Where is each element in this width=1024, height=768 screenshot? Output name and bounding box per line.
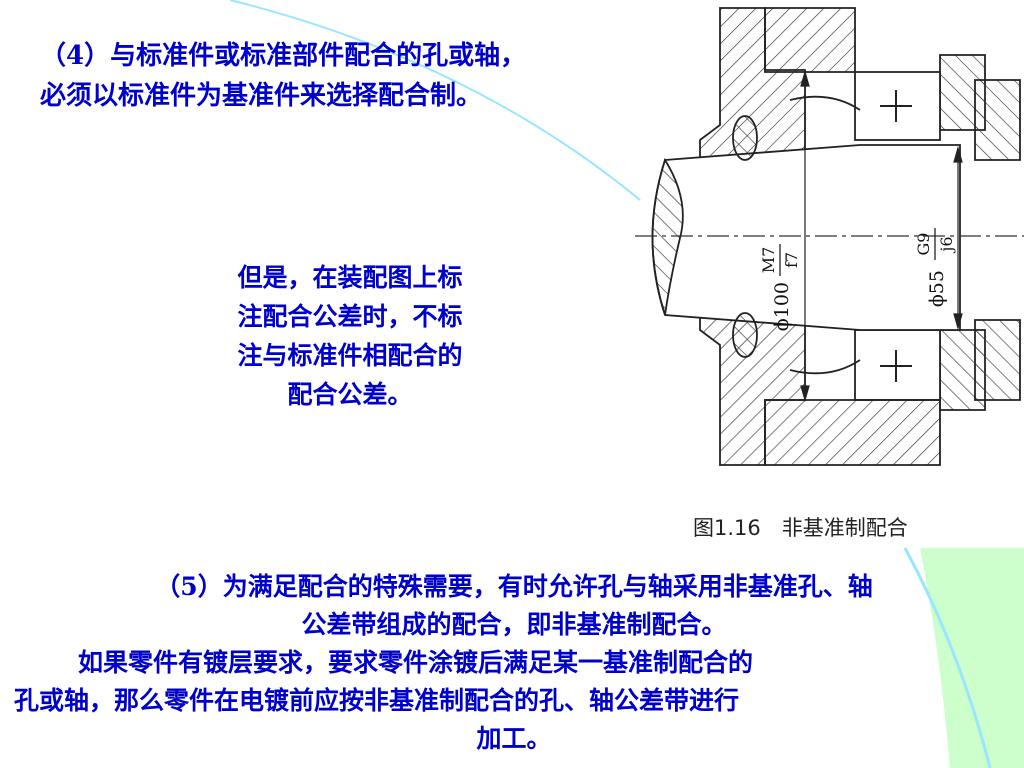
note-line: 配合公差。 <box>287 380 413 409</box>
paragraph-5-line: （5）为满足配合的特殊需要，有时允许孔与轴采用非基准孔、轴 <box>155 572 873 601</box>
decor-green-band <box>920 548 1024 768</box>
dim-large-symbol: ϕ100 <box>771 282 793 331</box>
dim-small-symbol: ϕ55 <box>926 270 948 307</box>
note-line: 注与标准件相配合的 <box>237 341 463 370</box>
paragraph-5-line: 孔或轴，那么零件在电镀前应按非基准制配合的孔、轴公差带进行 <box>14 686 740 715</box>
dim-large-shaft: f7 <box>782 252 801 268</box>
dim-small-hole: G9 <box>914 233 933 256</box>
dim-small-shaft: j6 <box>937 236 956 253</box>
paragraph-4: （4）与标准件或标准部件配合的孔或轴， 必须以标准件为基准件来选择配合制。 <box>40 36 640 116</box>
decor-curve <box>229 0 641 201</box>
assembly-drawing: ϕ100 M7 f7 ϕ55 G9 j6 <box>635 7 1024 466</box>
shaft-section-hatch <box>651 157 684 316</box>
cover-right-lower <box>974 319 1021 401</box>
paragraph-4-line: 必须以标准件为基准件来选择配合制。 <box>40 81 483 111</box>
note-line: 注配合公差时，不标 <box>237 302 463 331</box>
note-line: 但是，在装配图上标 <box>237 263 463 292</box>
decor-cyan-curve <box>903 547 992 768</box>
seal-upper <box>732 115 758 161</box>
paragraph-5-line: 公差带组成的配合，即非基准制配合。 <box>301 610 727 639</box>
paragraph-5: （5）为满足配合的特殊需要，有时允许孔与轴采用非基准孔、轴 公差带组成的配合，即… <box>14 568 1014 758</box>
figure-caption: 图1.16 非基准制配合 <box>693 516 908 540</box>
seal-lower <box>732 312 758 358</box>
note-text: 但是，在装配图上标 注配合公差时，不标 注与标准件相配合的 配合公差。 <box>180 258 520 414</box>
paragraph-4-line: （4）与标准件或标准部件配合的孔或轴， <box>40 41 527 71</box>
flange-lower-hatch <box>764 399 941 466</box>
flange-upper-hatch <box>764 7 856 73</box>
cover-right-upper <box>974 79 1021 161</box>
paragraph-5-line: 加工。 <box>476 724 552 753</box>
dim-large-hole: M7 <box>759 247 778 274</box>
paragraph-5-line: 如果零件有镀层要求，要求零件涂镀后满足某一基准制配合的 <box>78 648 754 677</box>
